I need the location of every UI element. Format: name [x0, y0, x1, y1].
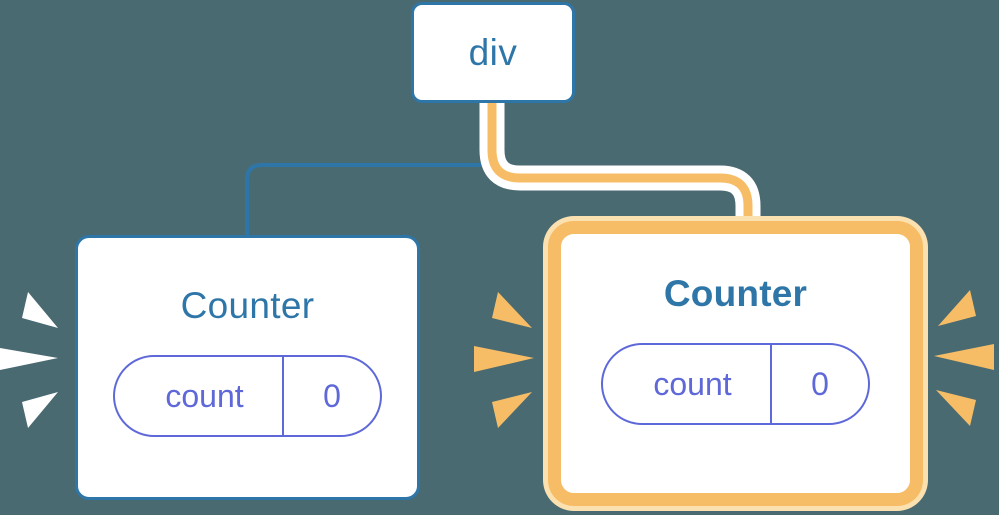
state-pill-left[interactable]: count 0: [113, 355, 382, 437]
burst-right-inner: [466, 280, 528, 440]
node-counter-right[interactable]: Counter count 0: [548, 221, 923, 506]
state-value-left: 0: [282, 357, 380, 435]
burst-left-inner: [474, 292, 534, 428]
node-counter-left-label: Counter: [180, 285, 315, 326]
node-div[interactable]: div: [411, 2, 575, 103]
state-name-left: count: [165, 378, 244, 414]
state-value-right: 0: [770, 345, 868, 423]
node-counter-left[interactable]: Counter count 0: [75, 235, 420, 500]
burst-right-outer: [934, 290, 994, 426]
burst-left-outer: [0, 292, 58, 428]
state-name-right: count: [653, 366, 732, 402]
node-div-label: div: [468, 32, 518, 73]
state-pill-right[interactable]: count 0: [601, 343, 870, 425]
edge-div-to-counter-left: [245, 103, 494, 237]
node-counter-right-label: Counter: [663, 273, 808, 314]
